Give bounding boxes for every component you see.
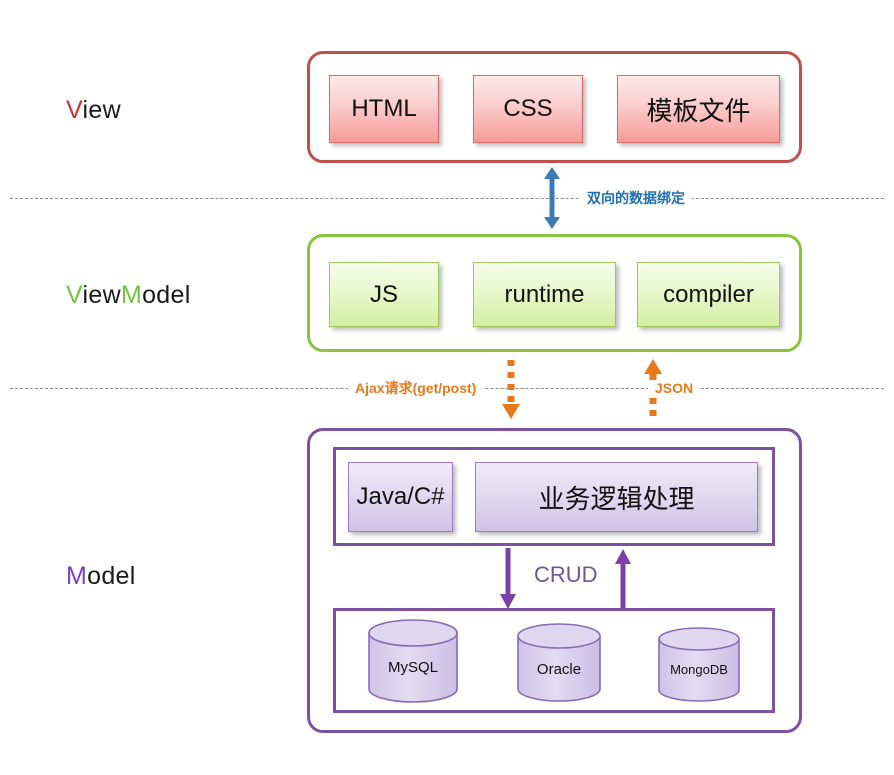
viewmodel-node-compiler[interactable]: compiler [637,262,780,327]
layer-label-view-accent: V [66,96,83,124]
database-mysql[interactable]: MySQL [367,619,459,703]
binding-arrow-bidirectional [544,167,560,229]
model-node-business-logic[interactable]: 业务逻辑处理 [475,462,758,532]
model-node-business-logic-label: 业务逻辑处理 [538,483,695,514]
crud-label: CRUD [534,562,598,587]
crud-arrow-up [615,549,631,610]
view-node-template-file[interactable]: 模板文件 [617,75,780,143]
view-node-css-label: CSS [503,95,553,122]
ajax-request-label: Ajax请求(get/post) [348,380,484,396]
database-mongodb[interactable]: MongoDB [657,627,741,703]
viewmodel-node-runtime-label: runtime [504,280,585,308]
view-node-template-file-label: 模板文件 [646,95,751,126]
binding-arrow-label: 双向的数据绑定 [580,190,692,206]
layer-label-viewmodel: ViewModel [66,281,191,310]
viewmodel-node-js-label: JS [369,280,398,308]
mysql-cylinder-icon [368,619,458,703]
divider-view-viewmodel [10,198,884,199]
mongodb-cylinder-icon [658,627,740,702]
layer-label-viewmodel-mid: iew [82,281,121,309]
database-oracle[interactable]: Oracle [516,623,602,703]
view-node-html-label: HTML [351,95,417,122]
model-node-java-csharp-label: Java/C# [356,483,445,510]
viewmodel-node-js[interactable]: JS [329,262,439,327]
view-node-html[interactable]: HTML [329,75,439,143]
viewmodel-node-runtime[interactable]: runtime [473,262,616,327]
crud-arrow-down [500,548,516,609]
json-response-arrow-up [644,359,662,418]
model-node-java-csharp[interactable]: Java/C# [348,462,453,532]
ajax-request-arrow-down [502,360,520,419]
layer-label-viewmodel-accent-1: V [66,281,83,309]
oracle-cylinder-icon [517,623,601,702]
layer-label-view: View [66,96,121,125]
layer-label-model-accent: M [66,562,88,590]
layer-label-viewmodel-rest: odel [142,281,191,309]
layer-label-model: Model [66,562,136,591]
viewmodel-node-compiler-label: compiler [663,280,754,308]
layer-label-view-rest: iew [82,96,121,124]
view-node-css[interactable]: CSS [473,75,583,143]
layer-label-model-rest: odel [87,562,136,590]
json-response-label: JSON [648,380,701,396]
layer-label-viewmodel-accent-2: M [120,281,143,309]
